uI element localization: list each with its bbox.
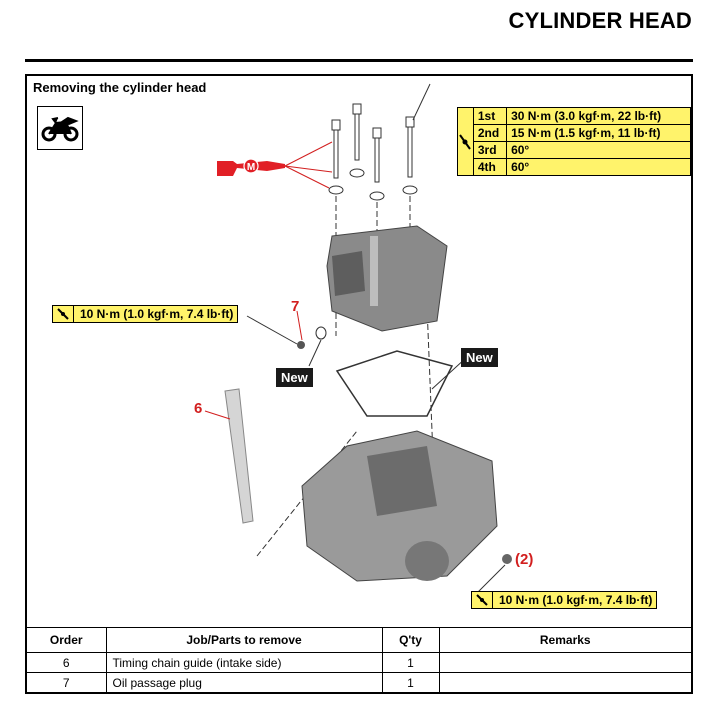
- table-row: 6 Timing chain guide (intake side) 1: [27, 652, 691, 673]
- column-header-order: Order: [27, 627, 106, 653]
- lubricant-lines: [284, 141, 333, 189]
- torque-spec-plug: 10 N·m (1.0 kgf·m, 7.4 lb·ft): [52, 305, 239, 323]
- table-header-row: Order Job/Parts to remove Q'ty Remarks: [27, 627, 691, 653]
- column-header-part: Job/Parts to remove: [105, 627, 382, 653]
- cylinder-head-illustration: [326, 225, 448, 332]
- new-part-badge: New: [461, 348, 498, 367]
- callout-part-2: (2): [515, 551, 534, 568]
- column-header-remarks: Remarks: [438, 627, 691, 653]
- callout-part-7: 7: [291, 298, 300, 315]
- parts-removal-table: Order Job/Parts to remove Q'ty Remarks 6…: [27, 627, 691, 692]
- section-title: Removing the cylinder head: [33, 80, 207, 95]
- torque-wrench-icon: [472, 592, 493, 608]
- torque-spec-washer: 10 N·m (1.0 kgf·m, 7.4 lb·ft): [471, 591, 658, 609]
- header-rule: [25, 59, 693, 62]
- crankcase-illustration: [301, 430, 498, 582]
- oil-passage-plug: [297, 326, 327, 349]
- new-part-badge: New: [276, 368, 313, 387]
- column-header-qty: Q'ty: [381, 627, 439, 653]
- exploded-diagram: M: [204, 83, 512, 596]
- callout-part-6: 6: [194, 400, 203, 417]
- table-row: 7 Oil passage plug 1: [27, 672, 691, 692]
- timing-chain-guide: [224, 388, 254, 524]
- molybdenum-oil-icon: M: [217, 158, 285, 176]
- cylinder-head-gasket: [335, 350, 454, 417]
- page-title: CYLINDER HEAD: [508, 8, 692, 33]
- svg-text:M: M: [247, 162, 255, 173]
- torque-wrench-icon: [53, 306, 74, 322]
- washer-2: [502, 554, 512, 564]
- cylinder-head-bolts: [328, 103, 418, 201]
- torque-wrench-icon: [458, 108, 474, 175]
- diagram-frame: Removing the cylinder head M: [25, 74, 693, 694]
- dirt-bike-icon: [37, 106, 83, 150]
